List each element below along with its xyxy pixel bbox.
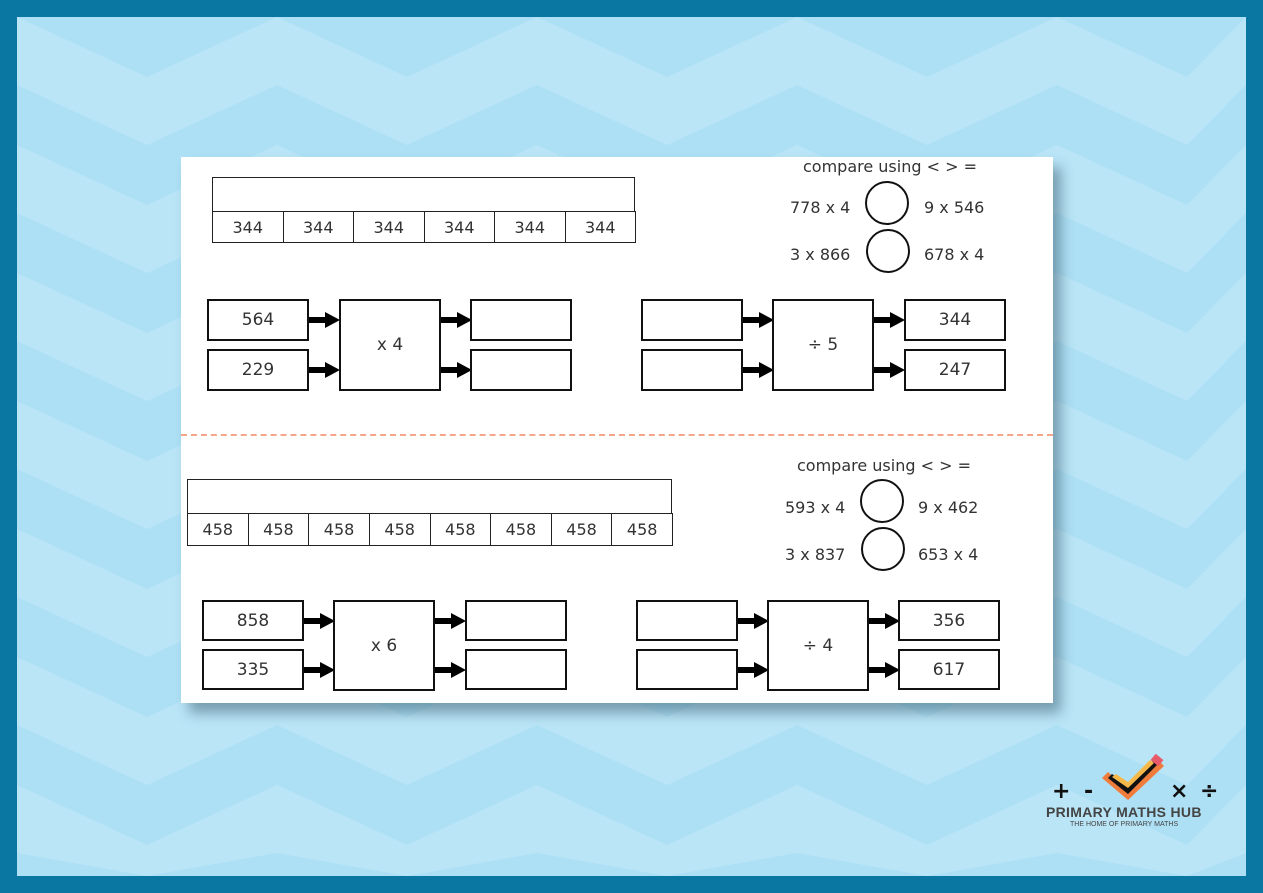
divide-input-box[interactable] <box>641 299 743 341</box>
compare-left-expression: 778 x 4 <box>790 198 851 217</box>
compare-left-expression: 593 x 4 <box>785 498 846 517</box>
bar-model-part: 344 <box>564 211 636 243</box>
multiply-output-box[interactable] <box>465 600 567 641</box>
compare-title: compare using < > = <box>803 157 977 176</box>
svg-text:-: - <box>1084 779 1093 802</box>
bar-model-part: 458 <box>247 513 310 546</box>
bar-model-part: 344 <box>353 211 425 243</box>
compare-left-expression: 3 x 837 <box>785 545 846 564</box>
compare-right-expression: 653 x 4 <box>918 545 979 564</box>
bar-model-part: 344 <box>282 211 354 243</box>
divide-output-box[interactable]: 344 <box>904 299 1006 341</box>
bar-model-part: 458 <box>550 513 613 546</box>
compare-left-expression: 3 x 866 <box>790 245 851 264</box>
compare-answer-circle[interactable] <box>865 181 909 225</box>
bar-model-part: 344 <box>212 211 284 243</box>
multiply-input-box[interactable]: 335 <box>202 649 304 690</box>
svg-text:+: + <box>1052 779 1070 802</box>
divide-input-box[interactable] <box>636 649 738 690</box>
section-divider <box>181 434 1053 436</box>
divide-output-box[interactable]: 617 <box>898 649 1000 690</box>
svg-text:÷: ÷ <box>1200 779 1218 802</box>
multiply-input-box[interactable]: 564 <box>207 299 309 341</box>
primary-maths-hub-logo: + - × ÷ PRIMARY MATHS HUB THE HOME OF PR… <box>1040 752 1230 832</box>
multiply-function-box: x 6 <box>333 600 435 691</box>
bar-model-part: 458 <box>308 513 370 546</box>
bar-model-whole[interactable] <box>187 479 672 514</box>
logo-tagline: THE HOME OF PRIMARY MATHS <box>1070 821 1179 828</box>
multiply-output-box[interactable] <box>465 649 567 690</box>
compare-title: compare using < > = <box>797 456 971 475</box>
compare-right-expression: 9 x 462 <box>918 498 979 517</box>
compare-right-expression: 678 x 4 <box>924 245 985 264</box>
compare-right-expression: 9 x 546 <box>924 198 985 217</box>
divide-function-box: ÷ 5 <box>772 299 874 391</box>
bar-model-part: 458 <box>368 513 431 546</box>
multiply-input-box[interactable]: 858 <box>202 600 304 641</box>
bar-model-part: 344 <box>423 211 495 243</box>
bar-model-part: 458 <box>429 513 492 546</box>
svg-text:×: × <box>1170 779 1188 802</box>
compare-answer-circle[interactable] <box>860 479 904 523</box>
multiply-output-box[interactable] <box>470 299 572 341</box>
divide-input-box[interactable] <box>641 349 743 391</box>
bar-model-whole[interactable] <box>212 177 635 212</box>
multiply-output-box[interactable] <box>470 349 572 391</box>
compare-answer-circle[interactable] <box>861 527 905 571</box>
divide-output-box[interactable]: 356 <box>898 600 1000 641</box>
multiply-function-box: x 4 <box>339 299 441 391</box>
bar-model-part: 458 <box>490 513 552 546</box>
divide-function-box: ÷ 4 <box>767 600 869 691</box>
bar-model-part: 458 <box>611 513 673 546</box>
divide-output-box[interactable]: 247 <box>904 349 1006 391</box>
bar-model-part: 344 <box>494 211 566 243</box>
logo-name: PRIMARY MATHS HUB <box>1046 804 1202 820</box>
compare-answer-circle[interactable] <box>866 229 910 273</box>
multiply-input-box[interactable]: 229 <box>207 349 309 391</box>
logo-mark-icon: + - × ÷ <box>1052 753 1218 804</box>
divide-input-box[interactable] <box>636 600 738 641</box>
bar-model-part: 458 <box>187 513 249 546</box>
